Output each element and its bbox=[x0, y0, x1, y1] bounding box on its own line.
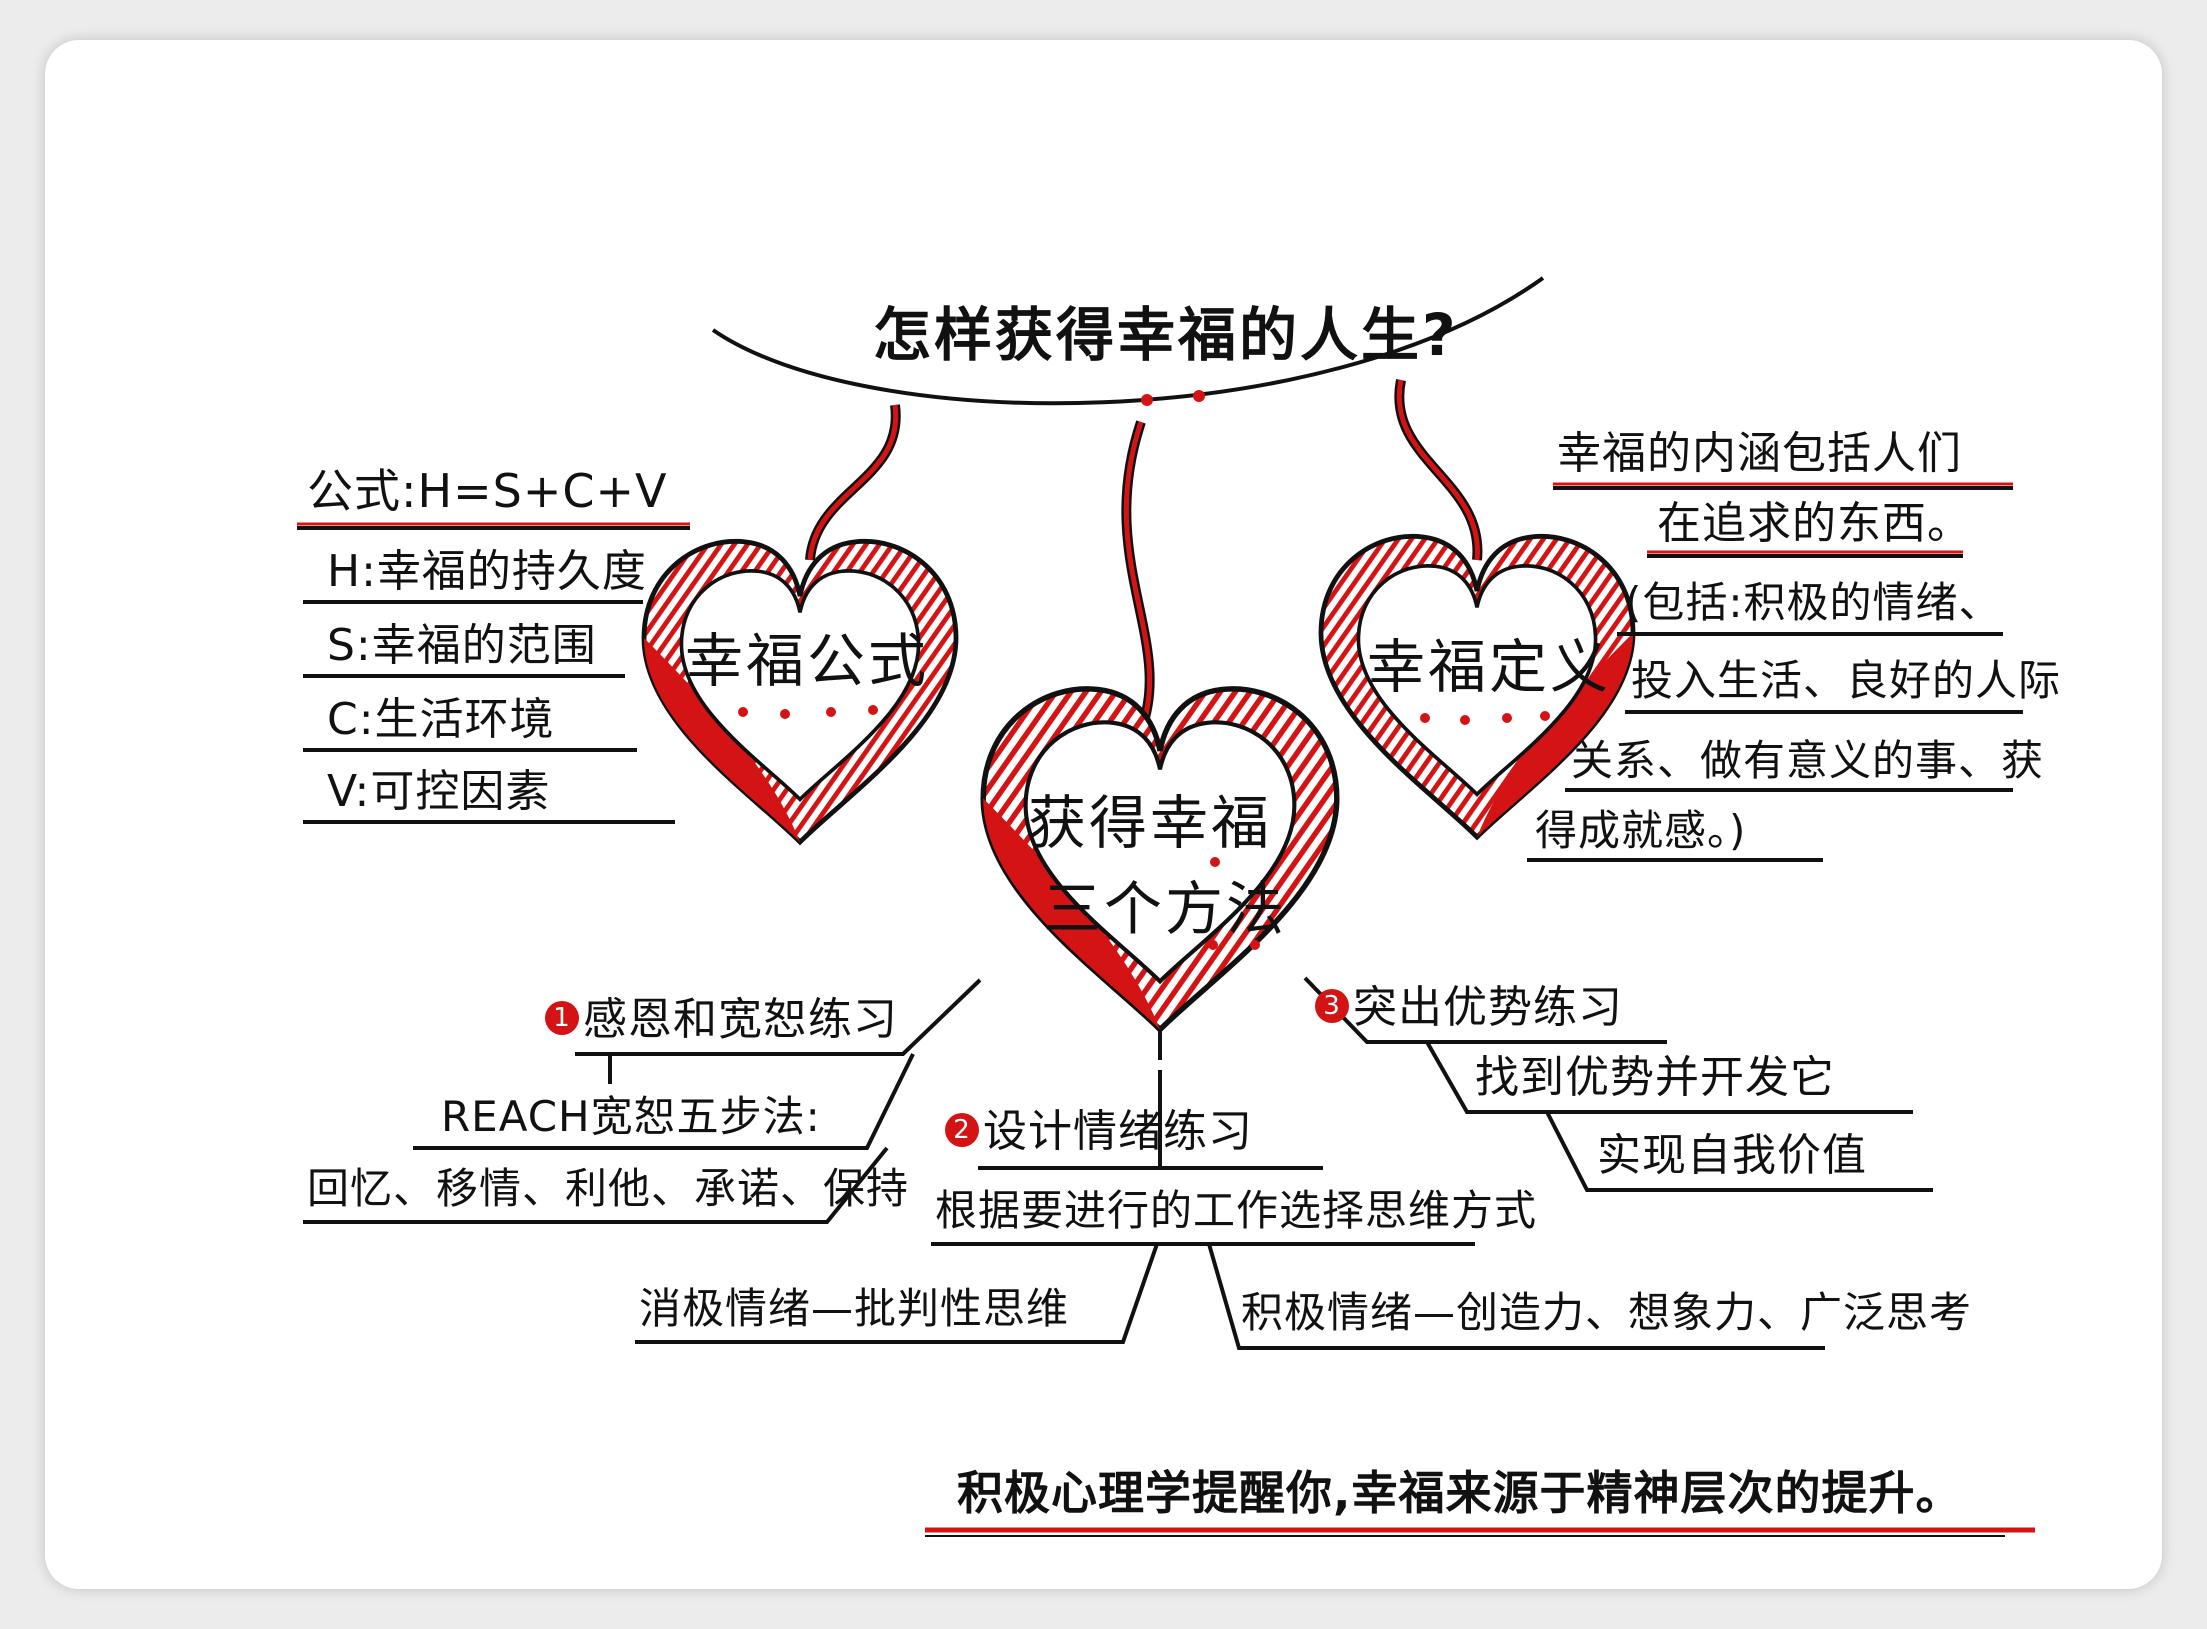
definition-line: (包括:积极的情绪、 bbox=[1625, 578, 2002, 627]
title-arc bbox=[711, 276, 1545, 406]
method2-negative: 消极情绪—批判性思维 bbox=[639, 1284, 1070, 1333]
heart-strings bbox=[805, 379, 1483, 732]
definition-line: 幸福的内涵包括人们 bbox=[1557, 428, 1962, 479]
mindmap-card: 怎样获得幸福的人生? 幸福公式 幸福定义 获得幸福 三个方法 公式:H=S+C+… bbox=[45, 40, 2162, 1589]
mindmap-drawing bbox=[297, 276, 2035, 1537]
heart-center-line2: 三个方法 bbox=[1043, 875, 1288, 943]
method2-line: 根据要进行的工作选择思维方式 bbox=[935, 1186, 1538, 1235]
method2-positive: 积极情绪—创造力、想象力、广泛思考 bbox=[1241, 1288, 1973, 1337]
heart-left-label: 幸福公式 bbox=[685, 627, 930, 695]
heart-right bbox=[1321, 536, 1633, 837]
definition-line: 关系、做有意义的事、获 bbox=[1571, 736, 2045, 785]
definition-line: 在追求的东西。 bbox=[1657, 498, 1972, 549]
method1-number-badge: 1 bbox=[545, 1001, 579, 1035]
title-dot bbox=[1141, 394, 1153, 406]
heart-left bbox=[644, 541, 956, 842]
formula-item: S:幸福的范围 bbox=[327, 620, 597, 671]
method1-title-text: 感恩和宽恕练习 bbox=[583, 994, 898, 1045]
formula-lines bbox=[297, 522, 690, 824]
method2-title-text: 设计情绪练习 bbox=[983, 1106, 1253, 1157]
footer-underline bbox=[925, 1527, 2035, 1537]
method2-number-badge: 2 bbox=[945, 1113, 979, 1147]
footer-conclusion: 积极心理学提醒你,幸福来源于精神层次的提升。 bbox=[957, 1466, 1963, 1520]
formula-header: 公式:H=S+C+V bbox=[307, 464, 668, 518]
formula-item: C:生活环境 bbox=[327, 694, 555, 745]
heart-dots bbox=[738, 705, 1550, 950]
heart-right-label: 幸福定义 bbox=[1367, 633, 1612, 701]
method3-line: 实现自我价值 bbox=[1597, 1130, 1867, 1181]
definition-line: 得成就感。) bbox=[1535, 806, 1747, 855]
method3-line: 找到优势并开发它 bbox=[1475, 1052, 1835, 1103]
heart-center-line1: 获得幸福 bbox=[1028, 789, 1273, 857]
method3-title-text: 突出优势练习 bbox=[1353, 982, 1623, 1033]
formula-item: V:可控因素 bbox=[327, 766, 551, 817]
method1-branch bbox=[303, 978, 982, 1224]
definition-lines bbox=[1527, 482, 2023, 862]
page-title: 怎样获得幸福的人生? bbox=[873, 301, 1459, 369]
title-dot bbox=[1193, 390, 1205, 402]
formula-item: H:幸福的持久度 bbox=[327, 546, 647, 597]
method1-line: REACH宽恕五步法: bbox=[441, 1092, 821, 1141]
heart-center bbox=[983, 689, 1337, 1030]
definition-line: 投入生活、良好的人际 bbox=[1631, 656, 2062, 705]
method1-line: 回忆、移情、利他、承诺、保持 bbox=[307, 1164, 910, 1213]
method3-number-badge: 3 bbox=[1315, 989, 1349, 1023]
method2-branch bbox=[635, 1070, 1825, 1350]
